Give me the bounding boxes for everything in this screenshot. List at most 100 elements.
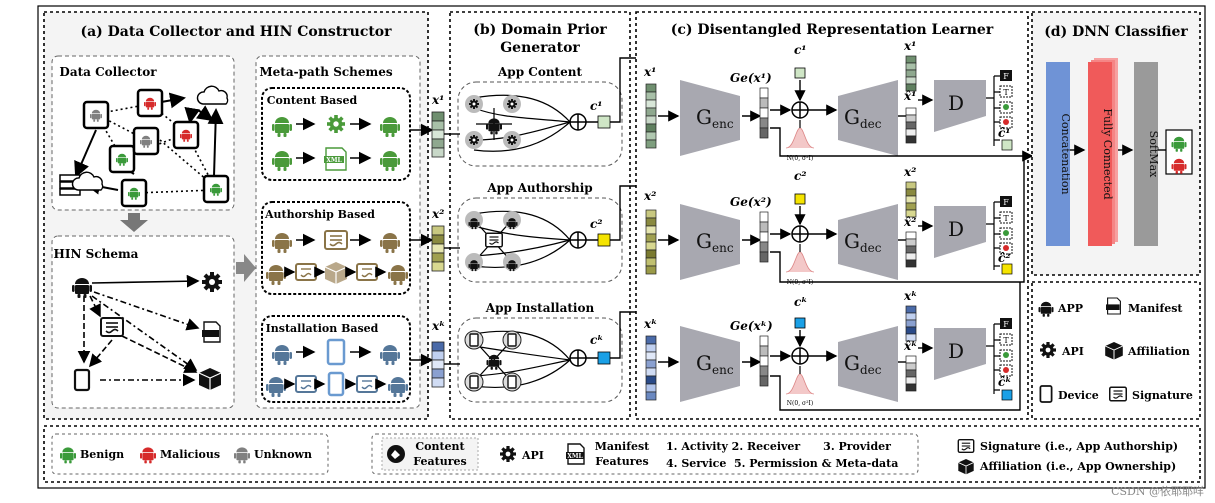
- hin-schema-graph: [72, 272, 222, 392]
- collector-phone-benign-3: [202, 174, 230, 204]
- fully-connected-label: Fully Connected: [1101, 108, 1114, 199]
- svg-text:D: D: [948, 217, 964, 241]
- svg-text:F: F: [1003, 320, 1009, 329]
- svg-text:dec: dec: [860, 117, 882, 131]
- legend-api: API: [1040, 342, 1084, 358]
- svg-text:xᵏ: xᵏ: [643, 317, 657, 331]
- svg-text:Benign: Benign: [80, 448, 124, 461]
- svg-text:xᵏ: xᵏ: [431, 319, 445, 333]
- installation-based-path-2: [266, 371, 408, 397]
- collector-phone-benign-2: [120, 178, 148, 208]
- panel-c-title: (c) Disentangled Representation Learner: [671, 22, 994, 38]
- svg-text:G: G: [844, 105, 860, 129]
- authorship-based-path-2: [266, 262, 408, 285]
- data-collector-network: [59, 85, 399, 210]
- svg-text:G: G: [696, 105, 712, 129]
- schema-manifest-icon: [201, 321, 221, 343]
- data-collector-title: Data Collector: [59, 65, 157, 79]
- svg-text:x̂²: x̂²: [903, 215, 916, 229]
- svg-text:Ge(x¹): Ge(x¹): [730, 71, 772, 85]
- legend-affiliation-bottom: Affiliation (i.e., App Ownership): [957, 458, 1176, 475]
- legend-unknown: Unknown: [234, 445, 312, 464]
- fully-connected-layer: [1088, 58, 1118, 246]
- svg-text:API: API: [1061, 345, 1084, 358]
- legend-signature: Signature: [1109, 386, 1193, 402]
- schema-device-icon: [73, 368, 91, 392]
- svg-text:x²: x²: [431, 207, 444, 221]
- svg-text:Malicious: Malicious: [160, 448, 220, 461]
- legend-malicious: Malicious: [140, 445, 220, 464]
- svg-text:G: G: [844, 229, 860, 253]
- prior-content-graph: c¹: [465, 94, 611, 152]
- svg-text:enc: enc: [712, 363, 734, 377]
- svg-text:Signature (i.e., App Authorshi: Signature (i.e., App Authorship): [980, 440, 1178, 453]
- svg-text:x¹: x¹: [903, 39, 916, 53]
- svg-text:F: F: [1003, 72, 1009, 81]
- feature-legend-box: [371, 433, 919, 475]
- prior-content-box: [457, 81, 623, 167]
- svg-text:x²: x²: [643, 189, 656, 203]
- content-based-path-2: XML: [272, 147, 400, 171]
- content-based-path-1: [272, 114, 400, 137]
- collector-phone-malicious-1: [136, 88, 164, 118]
- feature-vector-x2: x²: [410, 207, 444, 272]
- svg-text:c¹: c¹: [794, 43, 807, 57]
- legend-app: APP: [1038, 299, 1083, 317]
- legend-content-features: Content Features: [381, 437, 479, 471]
- svg-text:Signature: Signature: [1132, 389, 1193, 402]
- svg-text:c¹: c¹: [590, 99, 603, 113]
- installation-based-path-1: [272, 338, 400, 366]
- svg-text:Features: Features: [595, 455, 648, 468]
- svg-text:Ge(xᵏ): Ge(xᵏ): [730, 319, 773, 333]
- watermark: CSDN @依耶耶咩: [1111, 484, 1204, 498]
- svg-text:G: G: [696, 229, 712, 253]
- svg-text:cᵏ: cᵏ: [794, 295, 808, 309]
- svg-text:Unknown: Unknown: [254, 448, 312, 461]
- prior-installation-label: App Installation: [485, 301, 595, 315]
- prior-content-label: App Content: [497, 65, 582, 79]
- panel-b-title-line2: Generator: [500, 40, 580, 56]
- prior-authorship-label: App Authorship: [486, 181, 592, 195]
- legend-device: Device: [1039, 385, 1099, 403]
- svg-text:ĉᵏ: ĉᵏ: [998, 375, 1012, 389]
- svg-text:Ge(x²): Ge(x²): [730, 195, 772, 209]
- panel-a-title: (a) Data Collector and HIN Constructor: [80, 24, 392, 40]
- collector-phone-benign-1: [108, 144, 136, 174]
- svg-text:G: G: [844, 351, 860, 375]
- svg-text:APP: APP: [1057, 302, 1083, 315]
- feature-vector-xk: xᵏ: [410, 319, 445, 388]
- svg-text:Affiliation: Affiliation: [1127, 345, 1190, 358]
- metapath-title: Meta-path Schemes: [259, 65, 392, 79]
- svg-text:x̂ᵏ: x̂ᵏ: [903, 339, 917, 353]
- svg-text:c²: c²: [590, 217, 603, 231]
- authorship-based-label: Authorship Based: [264, 208, 375, 221]
- panel-d-title: (d) DNN Classifier: [1044, 24, 1188, 40]
- svg-text:ĉ¹: ĉ¹: [998, 126, 1011, 140]
- svg-text:enc: enc: [712, 117, 734, 131]
- feature-vector-x1: x¹: [410, 93, 444, 158]
- legend-benign: Benign: [60, 445, 124, 464]
- svg-text:N(0, σ²I): N(0, σ²I): [787, 155, 813, 162]
- softmax-label: SoftMax: [1147, 131, 1160, 178]
- svg-text:Affiliation (i.e., App Ownersh: Affiliation (i.e., App Ownership): [979, 460, 1176, 473]
- svg-text:N(0, σ²I): N(0, σ²I): [787, 400, 813, 407]
- outer-frame: [37, 5, 1206, 489]
- right-arrow: [236, 254, 256, 282]
- svg-text:Device: Device: [1058, 389, 1099, 402]
- content-based-label: Content Based: [267, 94, 358, 107]
- svg-text:Content: Content: [415, 440, 465, 453]
- svg-text:Manifest: Manifest: [1128, 302, 1183, 315]
- legend-api-bottom: API: [500, 446, 544, 462]
- prior-authorship-box: [457, 197, 623, 283]
- concatenation-label: Concatenation: [1059, 113, 1072, 194]
- svg-text:F: F: [1003, 198, 1009, 207]
- svg-text:x¹: x¹: [431, 93, 444, 107]
- svg-text:D: D: [948, 91, 964, 115]
- svg-text:T: T: [1003, 336, 1009, 345]
- collector-phone-malicious-2: [172, 120, 200, 150]
- svg-text:T: T: [1003, 88, 1009, 97]
